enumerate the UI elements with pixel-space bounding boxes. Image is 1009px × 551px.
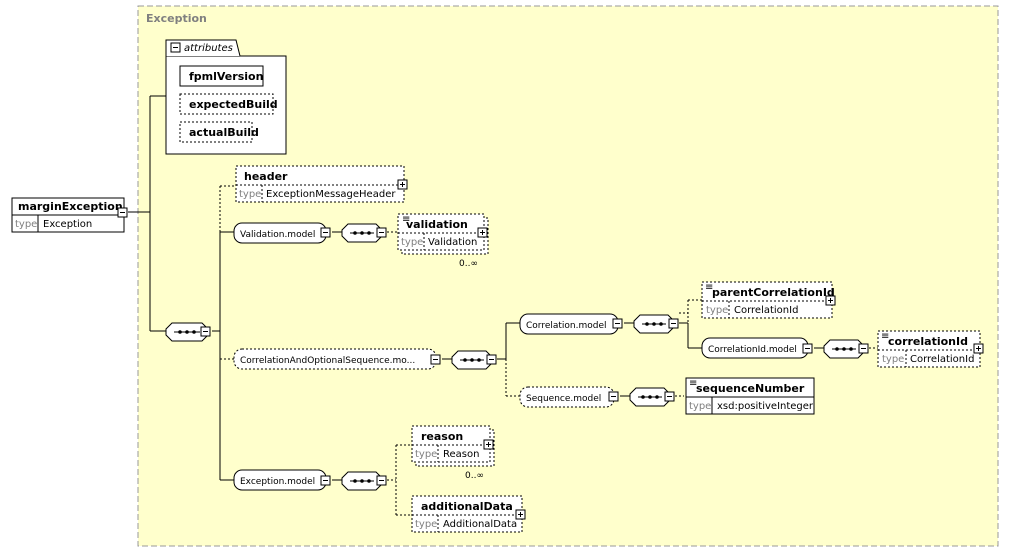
type-value: ExceptionMessageHeader xyxy=(266,189,396,200)
element-name: additionalData xyxy=(421,500,513,513)
element-name: parentCorrelationId xyxy=(712,286,835,299)
doc-icon: ≡ xyxy=(881,331,889,342)
connector-lines xyxy=(128,95,824,481)
type-value: AdditionalData xyxy=(443,519,517,530)
type-key: type xyxy=(415,519,437,530)
sequence-compositor-main[interactable] xyxy=(165,322,211,342)
element-name: header xyxy=(244,170,288,183)
type-value: xsd:positiveInteger xyxy=(717,401,814,412)
element-reason[interactable]: reason type Reason 0..∞ xyxy=(411,425,495,481)
element-marginexception[interactable]: marginException type Exception xyxy=(11,197,128,233)
type-key: type xyxy=(415,449,437,460)
type-key: type xyxy=(239,189,261,200)
type-value: Validation xyxy=(428,237,477,248)
group-name: Correlation.model xyxy=(526,321,607,331)
attribute-expectedbuild[interactable] xyxy=(179,93,274,115)
element-name: reason xyxy=(421,430,463,443)
element-parent-correlation-id[interactable]: ≡ parentCorrelationId type CorrelationId xyxy=(701,281,836,319)
group-name: Sequence.model xyxy=(526,394,601,404)
sequence-compositor-correlation[interactable] xyxy=(451,350,497,370)
attributes-label: attributes xyxy=(184,43,233,54)
occurs-label: 0..∞ xyxy=(465,471,484,481)
element-validation[interactable]: ≡ validation type Validation 0..∞ xyxy=(397,213,489,269)
element-name: correlationId xyxy=(888,335,968,348)
group-name: Validation.model xyxy=(240,230,315,240)
sequence-compositor-correlation-model[interactable] xyxy=(633,314,679,334)
attributes-panel: attributes fpmlVersion expectedBuild act… xyxy=(165,39,287,155)
type-key: type xyxy=(706,305,728,316)
attribute-label: actualBuild xyxy=(189,126,259,139)
type-value: Exception xyxy=(43,219,92,230)
element-name: sequenceNumber xyxy=(696,382,805,395)
element-correlation-id[interactable]: ≡ correlationId type CorrelationId xyxy=(877,330,984,368)
sequence-compositor-sequence[interactable] xyxy=(629,387,675,407)
group-name: CorrelationAndOptionalSequence.mo... xyxy=(240,356,415,366)
attribute-fpmlversion[interactable] xyxy=(179,65,264,87)
doc-icon: ≡ xyxy=(689,378,697,389)
element-sequence-number[interactable]: ≡ sequenceNumber type xsd:positiveIntege… xyxy=(685,377,815,415)
group-label: Exception xyxy=(146,12,207,25)
doc-icon: ≡ xyxy=(705,282,713,293)
type-value: CorrelationId xyxy=(910,354,974,365)
sequence-compositor-correlation-id[interactable] xyxy=(823,339,869,359)
type-key: type xyxy=(401,237,423,248)
group-name: Exception.model xyxy=(240,477,315,487)
group-sequence-model[interactable]: Sequence.model xyxy=(519,386,619,408)
sequence-compositor-validation[interactable] xyxy=(341,223,387,243)
doc-icon: ≡ xyxy=(402,214,410,225)
sequence-compositor-exception[interactable] xyxy=(341,471,387,491)
occurs-label: 0..∞ xyxy=(459,259,478,269)
type-key: type xyxy=(15,219,37,230)
element-header[interactable]: header type ExceptionMessageHeader xyxy=(235,165,408,203)
type-key: type xyxy=(882,354,904,365)
group-validation-model[interactable]: Validation.model xyxy=(233,222,331,244)
group-correlation-and-optional-sequence[interactable]: CorrelationAndOptionalSequence.mo... xyxy=(233,348,441,370)
element-additional-data[interactable]: additionalData type AdditionalData xyxy=(411,495,526,533)
attribute-label: expectedBuild xyxy=(189,98,278,111)
type-value: Reason xyxy=(443,449,479,460)
group-exception-model[interactable]: Exception.model xyxy=(233,469,331,491)
group-correlation-id-model[interactable]: CorrelationId.model xyxy=(701,337,813,359)
element-name: validation xyxy=(406,218,468,231)
attribute-actualbuild[interactable] xyxy=(179,121,253,143)
element-name: marginException xyxy=(18,200,123,213)
optional-connector-lines xyxy=(219,185,878,516)
group-correlation-model[interactable]: Correlation.model xyxy=(519,313,623,335)
type-key: type xyxy=(689,401,711,412)
attribute-label: fpmlVersion xyxy=(189,70,263,83)
type-value: CorrelationId xyxy=(734,305,798,316)
group-name: CorrelationId.model xyxy=(708,345,797,355)
